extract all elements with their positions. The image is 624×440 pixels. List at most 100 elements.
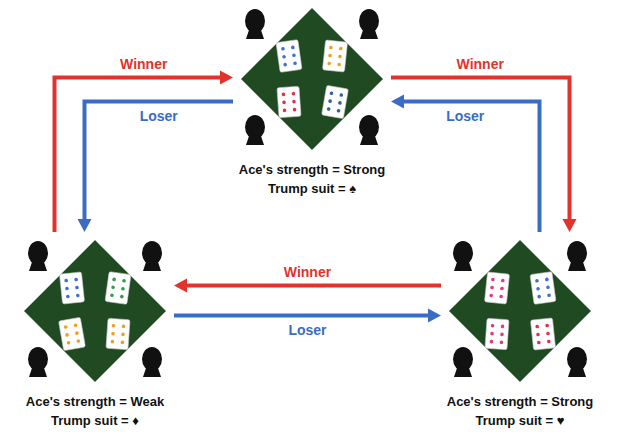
card-pip (121, 332, 125, 336)
playing-card (530, 272, 556, 305)
player-head (453, 241, 473, 265)
card-pip (75, 285, 79, 289)
arrow-line (174, 314, 430, 318)
arrow-line (85, 102, 234, 222)
card-pip (282, 92, 286, 96)
player-head (567, 347, 587, 371)
arrow-line (391, 78, 570, 222)
card-pip (282, 55, 286, 59)
card-pip (536, 333, 540, 337)
card-pip (74, 278, 78, 282)
card-pip (121, 287, 125, 291)
card-pip (547, 339, 551, 343)
flow-arrow (391, 95, 540, 233)
card-pip (111, 340, 115, 344)
caption-line: Ace's strength = Strong (447, 392, 593, 411)
card-pip (329, 46, 333, 50)
player-head (245, 115, 265, 139)
player-neck (143, 262, 161, 271)
edge-label: Winner (284, 264, 331, 280)
card-pip (64, 325, 68, 329)
playing-card (530, 318, 555, 350)
card-pip (76, 293, 80, 297)
player-neck (454, 368, 472, 377)
playing-card (322, 40, 347, 72)
edge-label: Winner (457, 56, 504, 72)
card-pip (112, 324, 116, 328)
player-head (245, 9, 265, 33)
card-pip (546, 331, 550, 335)
card-pip (547, 293, 551, 297)
card-pip (121, 340, 125, 344)
card-pip (491, 278, 495, 282)
card-face (485, 318, 509, 349)
card-pip (122, 324, 126, 328)
card-pip (291, 45, 295, 49)
table-caption: Ace's strength = WeakTrump suit = ♦ (26, 392, 164, 430)
player-neck (246, 30, 264, 39)
card-pip (112, 277, 116, 281)
card-pip (537, 341, 541, 345)
card-pip (336, 109, 340, 113)
card-face (59, 317, 86, 350)
card-pip (65, 287, 69, 291)
card-pip (490, 340, 494, 344)
arrow-line (185, 284, 441, 288)
card-pip (499, 295, 503, 299)
card-table: Ace's strength = StrongTrump suit = ♥ (445, 236, 595, 386)
card-table: Ace's strength = StrongTrump suit = ♠ (237, 4, 387, 154)
player-neck (360, 136, 378, 145)
card-pip (292, 53, 296, 57)
table-diamond (448, 239, 592, 383)
card-pip (500, 287, 504, 291)
card-face (106, 318, 130, 349)
card-pip (536, 287, 540, 291)
card-pip (489, 293, 493, 297)
card-pip (283, 63, 287, 67)
card-pip (327, 107, 331, 111)
card-pip (293, 61, 297, 65)
edge-label: Loser (446, 108, 484, 124)
player-head (142, 241, 162, 265)
player-neck (246, 136, 264, 145)
flow-arrow (55, 71, 234, 233)
card-pip (282, 100, 286, 104)
card-pip (122, 279, 126, 283)
player-head (359, 9, 379, 33)
card-pip (338, 55, 342, 59)
card-face (322, 85, 349, 118)
card-pip (75, 331, 79, 335)
card-pip (546, 285, 550, 289)
card-pip (328, 53, 332, 57)
card-pip (490, 285, 494, 289)
table-diamond (23, 239, 167, 383)
card-pip (283, 108, 287, 112)
edge-label: Loser (140, 108, 178, 124)
card-pip (120, 295, 124, 299)
flow-arrow (78, 102, 234, 233)
player-neck (568, 262, 586, 271)
card-face (105, 272, 131, 305)
card-face (530, 272, 556, 305)
edge-label: Loser (288, 322, 326, 338)
table-caption: Ace's strength = StrongTrump suit = ♠ (239, 160, 385, 198)
table-diamond (240, 7, 384, 151)
card-pip (66, 341, 70, 345)
player-neck (29, 262, 47, 271)
card-pip (338, 101, 342, 105)
card-pip (491, 324, 495, 328)
edge-label: Winner (120, 56, 167, 72)
card-table: Ace's strength = WeakTrump suit = ♦ (20, 236, 170, 386)
caption-line: Trump suit = ♦ (26, 411, 164, 430)
card-pip (537, 295, 541, 299)
player-head (28, 241, 48, 265)
card-pip (500, 340, 504, 344)
card-pip (66, 295, 70, 299)
player-neck (143, 368, 161, 377)
flow-arrow (391, 78, 577, 233)
playing-card (59, 317, 86, 350)
card-pip (293, 108, 297, 112)
playing-card (59, 272, 84, 304)
card-pip (65, 333, 69, 337)
